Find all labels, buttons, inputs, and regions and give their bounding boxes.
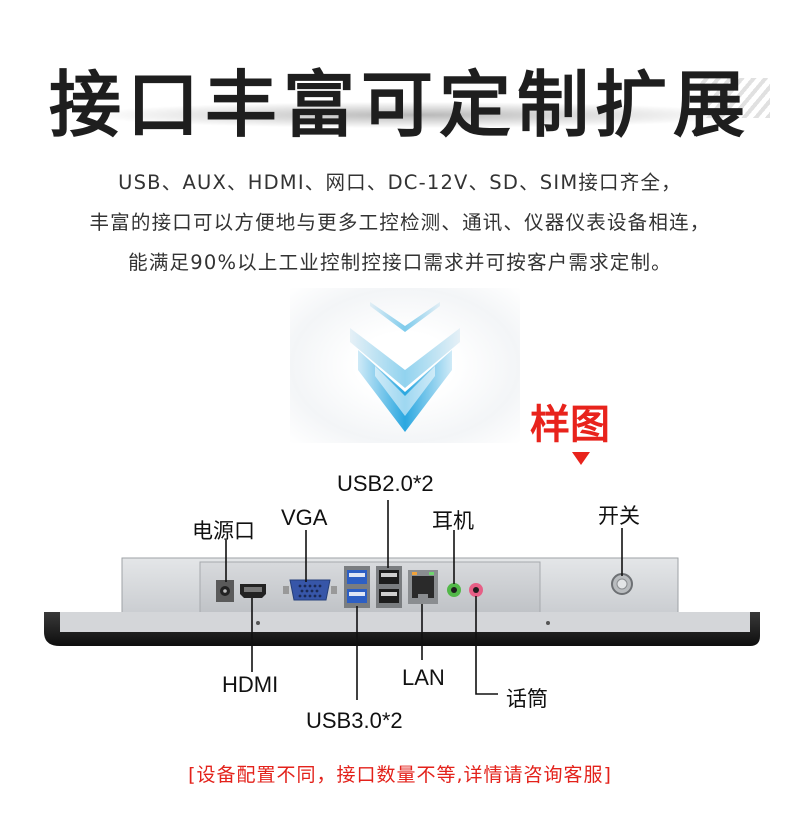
description-line-1: USB、AUX、HDMI、网口、DC-12V、SD、SIM接口齐全， [118, 171, 682, 194]
chevron-down-icon [350, 302, 460, 432]
sample-label: 样图 [530, 402, 610, 448]
usb2-port-label: USB2.0*2 [337, 471, 434, 496]
configuration-note: [设备配置不同，接口数量不等,详情请咨询客服] [188, 764, 612, 786]
description-line-2: 丰富的接口可以方便地与更多工控检测、通讯、仪器仪表设备相连， [89, 211, 711, 234]
title-decoration [700, 78, 770, 118]
screw-hole-right [546, 621, 550, 625]
earphone-label: 耳机 [432, 509, 474, 533]
sample-arrow-icon [572, 452, 590, 465]
title-shadow [90, 102, 740, 128]
page-title: 接口丰富可定制扩展 [48, 63, 751, 147]
mic-label: 话筒 [506, 687, 548, 711]
lan-port-label: LAN [402, 665, 445, 690]
switch-label: 开关 [598, 504, 640, 528]
description-line-3: 能满足90%以上工业控制控接口需求并可按客户需求定制。 [128, 251, 672, 274]
hdmi-port-label: HDMI [222, 672, 279, 697]
bezel-frame [60, 612, 750, 632]
callout-lines [225, 500, 623, 700]
power-port-label: 电源口 [192, 519, 255, 543]
title-area: 接口丰富可定制扩展 [0, 40, 800, 147]
usb3-port-label: USB3.0*2 [306, 708, 403, 733]
screw-hole-left [256, 621, 260, 625]
vga-port-label: VGA [281, 505, 328, 530]
